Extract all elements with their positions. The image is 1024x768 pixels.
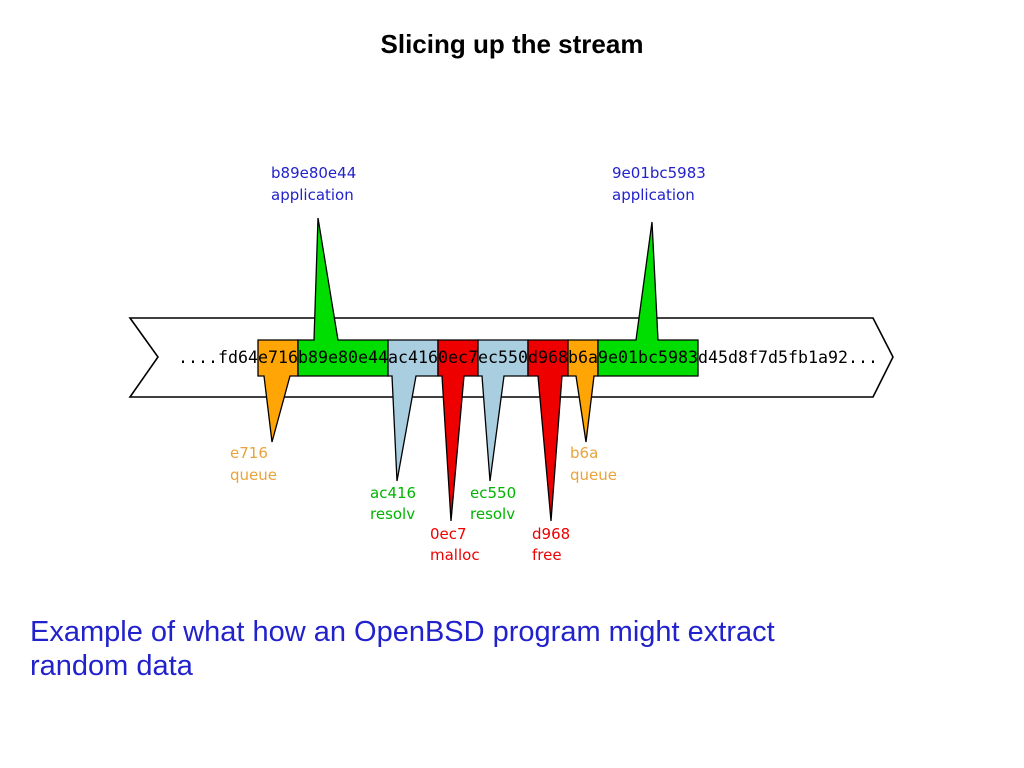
label-e716-hex: e716: [230, 444, 268, 462]
label-d968-owner: free: [532, 546, 562, 564]
label-b6a-hex: b6a: [570, 444, 598, 462]
slide-title: Slicing up the stream: [381, 29, 644, 59]
stream-hex-d968: d968: [528, 348, 568, 368]
label-0ec7-owner: malloc: [430, 546, 480, 564]
segment-shape-application-9e01bc5983: [597, 221, 699, 377]
label-ac416-hex: ac416: [370, 484, 416, 502]
label-d968-hex: d968: [532, 525, 570, 543]
label-b89e80e44-hex: b89e80e44: [271, 164, 356, 182]
label-ac416-owner: resolv: [370, 505, 415, 523]
label-e716-owner: queue: [230, 466, 277, 484]
stream-prefix: ....fd64: [178, 348, 258, 368]
stream-hex-ac416: ac416: [388, 348, 438, 368]
stream-hex-e716: e716: [258, 348, 298, 368]
caption-line-1: Example of what how an OpenBSD program m…: [30, 616, 775, 648]
stream-hex-0ec7: 0ec7: [438, 348, 478, 368]
label-b89e80e44-owner: application: [271, 186, 354, 204]
stream-hex-b89e80e44: b89e80e44: [298, 348, 388, 368]
label-b6a-owner: queue: [570, 466, 617, 484]
label-0ec7-hex: 0ec7: [430, 525, 467, 543]
label-ec550-owner: resolv: [470, 505, 515, 523]
stream-hex-ec550: ec550: [478, 348, 528, 368]
label-9e01bc5983-hex: 9e01bc5983: [612, 164, 706, 182]
label-ec550-hex: ec550: [470, 484, 516, 502]
stream-suffix: d45d8f7d5fb1a92...: [698, 348, 878, 368]
label-9e01bc5983-owner: application: [612, 186, 695, 204]
stream-hex-b6a: b6a: [568, 348, 598, 368]
stream-hex-9e01bc5983: 9e01bc5983: [598, 348, 698, 368]
caption-line-2: random data: [30, 650, 194, 682]
